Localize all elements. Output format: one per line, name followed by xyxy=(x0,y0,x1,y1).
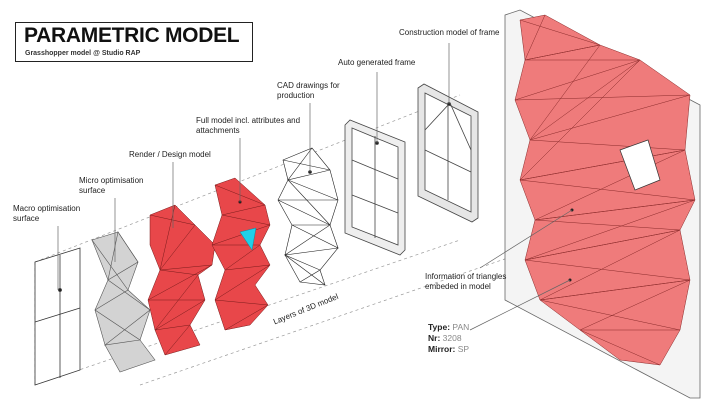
title-box: PARAMETRIC MODEL Grasshopper model @ Stu… xyxy=(15,22,253,62)
label-full-model: Full model incl. attributes and attachme… xyxy=(196,116,301,135)
facade-panel-detail xyxy=(504,9,701,399)
page-title: PARAMETRIC MODEL xyxy=(24,24,240,47)
render-model xyxy=(147,204,216,356)
label-render: Render / Design model xyxy=(129,150,211,159)
cad-wireframe xyxy=(277,147,340,286)
construction-frame xyxy=(417,83,479,223)
nr-value: 3208 xyxy=(442,333,462,343)
mirror-value: SP xyxy=(457,344,470,354)
label-macro: Macro optimisation surface xyxy=(13,204,81,223)
type-value: PAN xyxy=(452,322,470,332)
nr-label: Nr: xyxy=(428,333,441,343)
full-model xyxy=(211,177,271,331)
micro-surface xyxy=(91,231,156,373)
label-info: Information of triangles embeded in mode… xyxy=(425,272,507,291)
triangle-info: Type: PAN Nr: 3208 Mirror: SP xyxy=(428,322,469,355)
leader-lines xyxy=(57,43,573,331)
auto-generated-frame xyxy=(344,119,406,256)
page-subtitle: Grasshopper model @ Studio RAP xyxy=(25,50,141,57)
label-construction: Construction model of frame xyxy=(399,28,500,37)
type-label: Type: xyxy=(428,322,451,332)
label-micro: Micro optimisation surface xyxy=(79,176,144,195)
mirror-label: Mirror: xyxy=(428,344,456,354)
macro-surface xyxy=(34,247,81,386)
label-auto-frame: Auto generated frame xyxy=(338,58,416,67)
label-cad: CAD drawings for production xyxy=(277,81,340,100)
